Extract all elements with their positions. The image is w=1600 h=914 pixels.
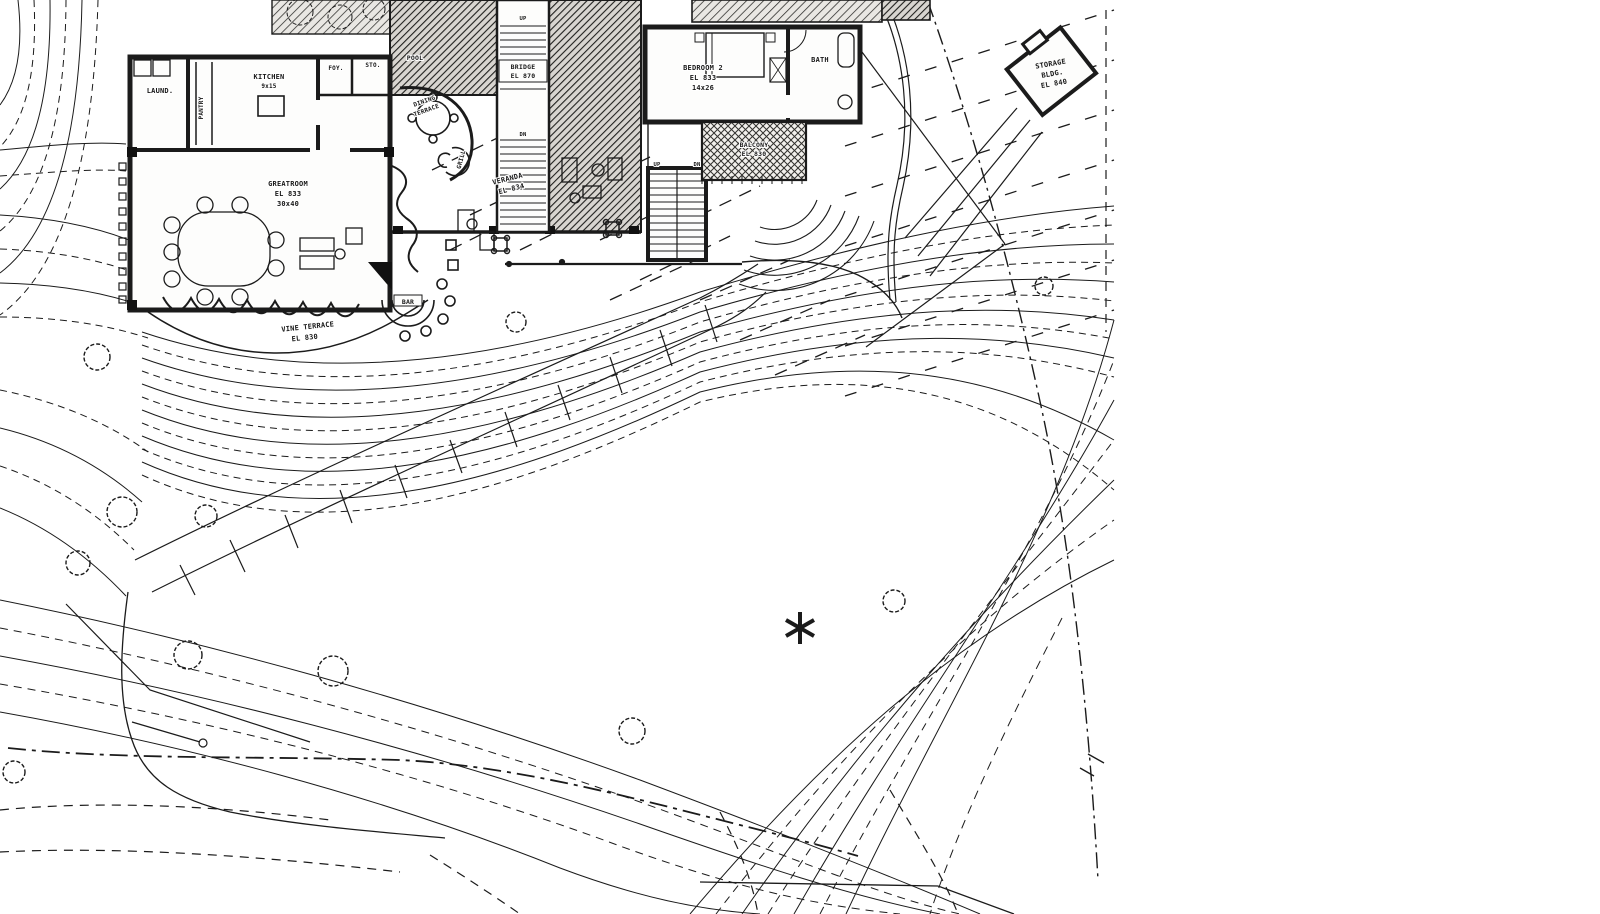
fence-lines [65, 51, 1043, 743]
label-bridge: BRIDGE [511, 63, 536, 71]
veranda-furniture [457, 157, 623, 251]
terrace-edge-arc [147, 299, 429, 354]
tree-icon [194, 504, 218, 528]
folding-glass-wall-east [391, 165, 419, 273]
folding-glass-wall-south [162, 295, 360, 318]
tree-icon [106, 496, 138, 528]
label-laundry: LAUND. [147, 87, 174, 95]
stepped-walkway [134, 263, 767, 596]
label-balcony: BALCONY [740, 141, 769, 149]
tree-icon [1034, 276, 1054, 296]
tree-icon [505, 311, 527, 333]
label-bedroom2-el: EL 833 [690, 74, 717, 82]
label-balcony-el: EL 830 [742, 150, 767, 158]
survey-ticks-right [1079, 753, 1105, 777]
contour-lines-bottom-right-fan [689, 319, 1115, 914]
bottom-solid-lines [699, 881, 1015, 914]
tree-icon [317, 655, 349, 687]
tree-icon [173, 640, 203, 670]
label-storage-bldg-2: BLDG. [1041, 68, 1064, 80]
contour-lines-lower-left [0, 599, 981, 914]
drive-loop [121, 591, 446, 839]
path-double-line-east [879, 0, 912, 303]
veranda-handrail [505, 258, 903, 319]
tree-icon [83, 343, 111, 371]
balcony [700, 120, 808, 184]
bridge [495, 0, 551, 234]
label-stair-dn: DN [693, 162, 700, 168]
label-pool: POOL [407, 54, 423, 62]
label-kitchen: KITCHEN [254, 73, 285, 81]
label-storage-closet: STO. [365, 62, 380, 69]
veranda-stair [646, 122, 708, 262]
survey-pin [131, 721, 208, 748]
bar-counter [381, 239, 459, 342]
tree-icon [2, 760, 26, 784]
label-pantry: PANTRY [198, 96, 205, 119]
label-bath: BATH [811, 56, 829, 64]
label-vine-terrace: VINE TERRACE [281, 320, 335, 333]
boundary-dash-dot-right [927, 1, 1099, 881]
label-greatroom: GREATROOM [268, 180, 308, 188]
bedroom-wing [642, 24, 863, 125]
label-bar: BAR [402, 298, 414, 306]
label-foyer: FOY. [328, 65, 343, 72]
label-bedroom2-dims: 14x26 [692, 84, 714, 92]
label-bridge-dn: DN [519, 132, 526, 138]
greatroom-furniture [163, 196, 363, 306]
label-bridge-up: UP [519, 16, 527, 22]
road-centerline [7, 747, 859, 857]
garden-hedge-top-left [271, 0, 391, 35]
label-vine-terrace-el: EL 830 [291, 333, 318, 344]
terrace-step-fan-southeast [738, 199, 875, 291]
bottom-dashed-lines [0, 789, 959, 914]
contour-lines-main-fan [141, 205, 1115, 513]
label-bridge-el: EL 870 [511, 72, 536, 80]
planting-strip-top-right [691, 0, 883, 23]
storage-building [1003, 24, 1099, 118]
tree-icon [618, 717, 646, 745]
label-greatroom-dims: 30x40 [277, 200, 299, 208]
tree-icon [65, 550, 91, 576]
planting-strip-corner [881, 0, 931, 21]
label-kitchen-dims: 9x15 [261, 83, 276, 90]
window-mullion-dots [118, 162, 127, 304]
label-stair-up: UP [653, 162, 661, 168]
left-wing [127, 54, 394, 313]
site-marker-asterisk [785, 612, 815, 644]
tree-icon [882, 589, 906, 613]
label-bedroom2: BEDROOM 2 [683, 64, 723, 72]
dining-terrace [399, 86, 474, 182]
label-greatroom-el: EL 833 [275, 190, 302, 198]
trees [2, 276, 1054, 784]
